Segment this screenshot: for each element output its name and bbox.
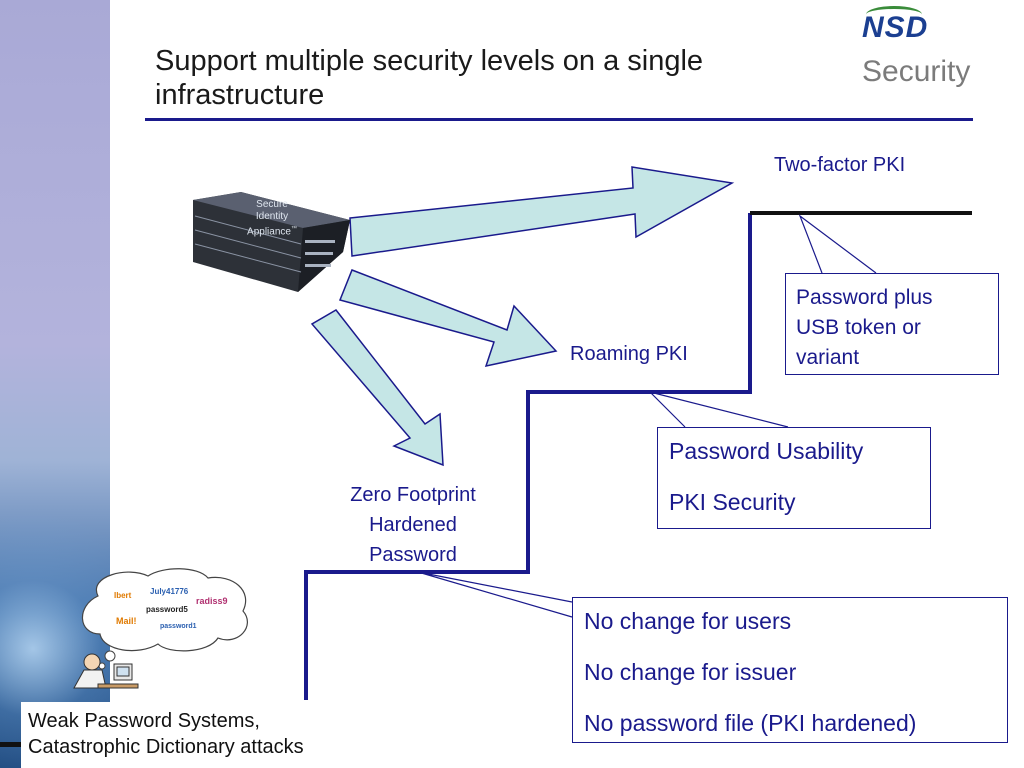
logo-swoosh-icon xyxy=(866,6,922,23)
callout-zero-line-1: No change for users xyxy=(584,608,792,634)
appliance-line-1: Secure xyxy=(256,199,288,210)
appliance-label: Secure Identity Appliance™ xyxy=(238,199,306,238)
callout-two-factor: Password plus USB token or variant xyxy=(785,273,999,375)
callout-two-factor-line-2: USB token or xyxy=(796,316,921,339)
arrow-to-zero-footprint xyxy=(310,309,444,467)
caption-line-1: Weak Password Systems, xyxy=(28,710,260,732)
level-zero-line-3: Password xyxy=(369,544,457,566)
appliance-line-3: Appliance xyxy=(247,226,291,238)
title-line-2: infrastructure xyxy=(155,79,325,111)
corner-bar xyxy=(0,742,21,747)
level-roaming-pki: Roaming PKI xyxy=(570,343,688,365)
callout-zero-line-3: No password file (PKI hardened) xyxy=(584,710,917,736)
bubble-word-4: password5 xyxy=(146,605,188,614)
logo-word: Security xyxy=(862,55,971,88)
callout-zero-footprint: No change for users No change for issuer… xyxy=(572,597,1008,743)
level-zero-footprint: Zero Footprint Hardened Password xyxy=(318,480,508,570)
bubble-word-1: July41776 xyxy=(150,587,189,596)
title-underline xyxy=(145,118,973,121)
arrow-to-roaming xyxy=(338,269,558,368)
callout-roaming: Password Usability PKI Security xyxy=(657,427,931,529)
secure-identity-appliance-image xyxy=(193,192,350,292)
nsd-security-logo: NSDSecurity xyxy=(862,6,1024,88)
slide-title: Support multiple security levels on a si… xyxy=(155,44,855,112)
callout-roaming-line-2: PKI Security xyxy=(669,489,796,515)
level-two-factor-pki: Two-factor PKI xyxy=(774,154,906,176)
level-zero-line-2: Hardened xyxy=(369,514,457,536)
callout-two-factor-line-3: variant xyxy=(796,346,860,369)
callout-zero-line-2: No change for issuer xyxy=(584,659,797,685)
pointer-roaming xyxy=(648,390,789,428)
pointer-two-factor xyxy=(798,214,877,274)
bubble-word-6: password1 xyxy=(160,623,197,630)
title-line-1: Support multiple security levels on a si… xyxy=(155,45,704,77)
callout-roaming-line-1: Password Usability xyxy=(669,438,864,464)
staircase-line xyxy=(304,213,752,700)
person-at-computer-icon xyxy=(73,653,139,689)
appliance-tm: ™ xyxy=(290,226,297,232)
bubble-word-3: radiss9 xyxy=(196,596,228,606)
weak-password-caption: Weak Password Systems, Catastrophic Dict… xyxy=(21,702,391,768)
caption-line-2: Catastrophic Dictionary attacks xyxy=(28,736,304,758)
pointer-zero-footprint xyxy=(417,571,573,618)
appliance-line-2: Identity xyxy=(255,211,289,222)
callout-two-factor-line-1: Password plus xyxy=(796,286,933,309)
level-zero-line-1: Zero Footprint xyxy=(350,484,476,506)
weak-password-cartoon: July41776 Ibert radiss9 password5 Mail! … xyxy=(58,566,258,696)
bubble-word-5: Mail! xyxy=(116,616,137,626)
bubble-word-2: Ibert xyxy=(114,591,132,600)
arrow-to-two-factor xyxy=(349,166,735,257)
